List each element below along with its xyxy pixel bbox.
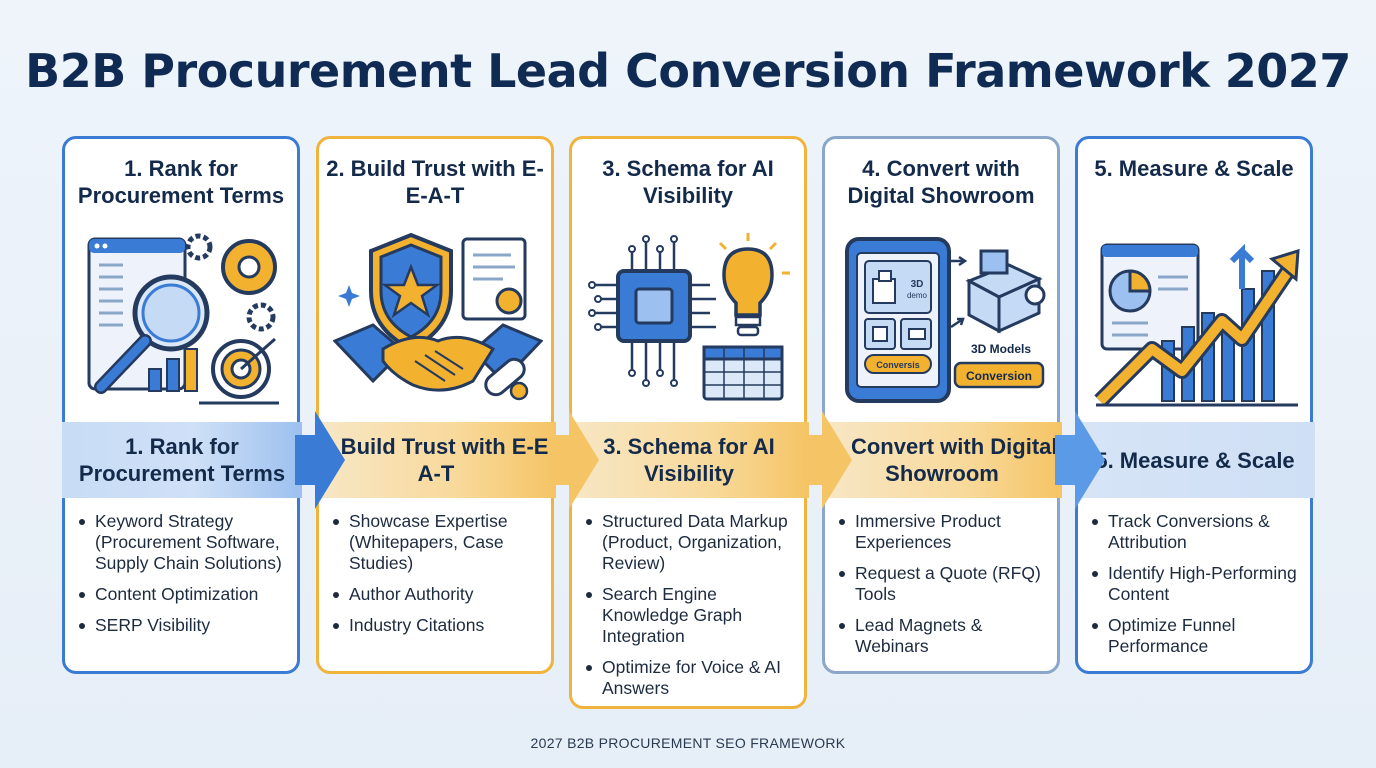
step-title: 3. Schema for AI Visibility [602,156,774,208]
demo-3d-label: 3D [911,279,924,290]
list-item: Immersive Product Experiences [837,511,1057,553]
arrow-right-icon [1055,411,1105,509]
arrow-right-icon [802,411,852,509]
growth-chart-icon [1094,243,1300,407]
footer-caption: 2027 B2B PROCUREMENT SEO FRAMEWORK [530,735,846,751]
bullet-list: Structured Data Markup (Product, Organiz… [584,511,804,709]
list-item: Author Authority [331,584,551,605]
arrow-right-icon [295,411,345,509]
demo-label: demo [907,291,928,300]
bullet-list: Immersive Product Experiences Request a … [837,511,1057,667]
step-band: 2. Build Trust with E-E-A-T [316,422,556,498]
step-title: 4. Convert with Digital Showroom [847,156,1035,208]
shield-handshake-certificate-icon [333,232,543,401]
conversion-small-label: Conversis [876,360,920,370]
list-item: Content Optimization [77,584,297,605]
list-item: Showcase Expertise (Whitepapers, Case St… [331,511,551,574]
step-card-2: 2. Build Trust with E-E-A-T 2. Build Tru… [316,136,599,674]
page-title: B2B Procurement Lead Conversion Framewor… [25,44,1351,98]
3d-models-label: 3D Models [971,342,1031,356]
step-card-5: 5. Measure & Scale 5. Measure & Scale Tr… [1075,136,1315,674]
step-band: 5. Measure & Scale [1075,422,1315,498]
step-card-1: 1. Rank for Procurement Terms 1. Rank fo… [62,136,345,674]
list-item: Keyword Strategy (Procurement Software, … [77,511,297,574]
bullet-list: Track Conversions & Attribution Identify… [1090,511,1310,667]
step-title: 5. Measure & Scale [1094,156,1294,181]
list-item: Request a Quote (RFQ) Tools [837,563,1057,605]
list-item: Structured Data Markup (Product, Organiz… [584,511,804,574]
magnifier-gears-target-icon [87,233,279,405]
tablet-3d-models-icon: 3D demo Conversis 3D Models Conversion [845,237,1046,403]
list-item: SERP Visibility [77,615,297,636]
step-band: 1. Rank for Procurement Terms [62,422,302,498]
step-band: 4. Convert with Digital Showroom [822,422,1062,498]
step-title: 1. Rank for Procurement Terms [77,156,285,208]
step-title: 2. Build Trust with E-E-A-T [326,156,544,208]
step-card-4: 4. Convert with Digital Showroom 3D demo… [822,136,1105,674]
list-item: Optimize for Voice & AI Answers [584,657,804,699]
bullet-list: Showcase Expertise (Whitepapers, Case St… [331,511,551,646]
bullet-list: Keyword Strategy (Procurement Software, … [77,511,297,646]
list-item: Industry Citations [331,615,551,636]
chip-lightbulb-table-icon [588,233,790,401]
list-item: Track Conversions & Attribution [1090,511,1310,553]
step-band: 3. Schema for AI Visibility [569,422,809,498]
list-item: Lead Magnets & Webinars [837,615,1057,657]
list-item: Optimize Funnel Performance [1090,615,1310,657]
step-card-3: 3. Schema for AI Visibility [569,136,852,709]
list-item: Identify High-Performing Content [1090,563,1310,605]
arrow-right-icon [549,411,599,509]
list-item: Search Engine Knowledge Graph Integratio… [584,584,804,647]
conversion-label: Conversion [966,369,1032,383]
